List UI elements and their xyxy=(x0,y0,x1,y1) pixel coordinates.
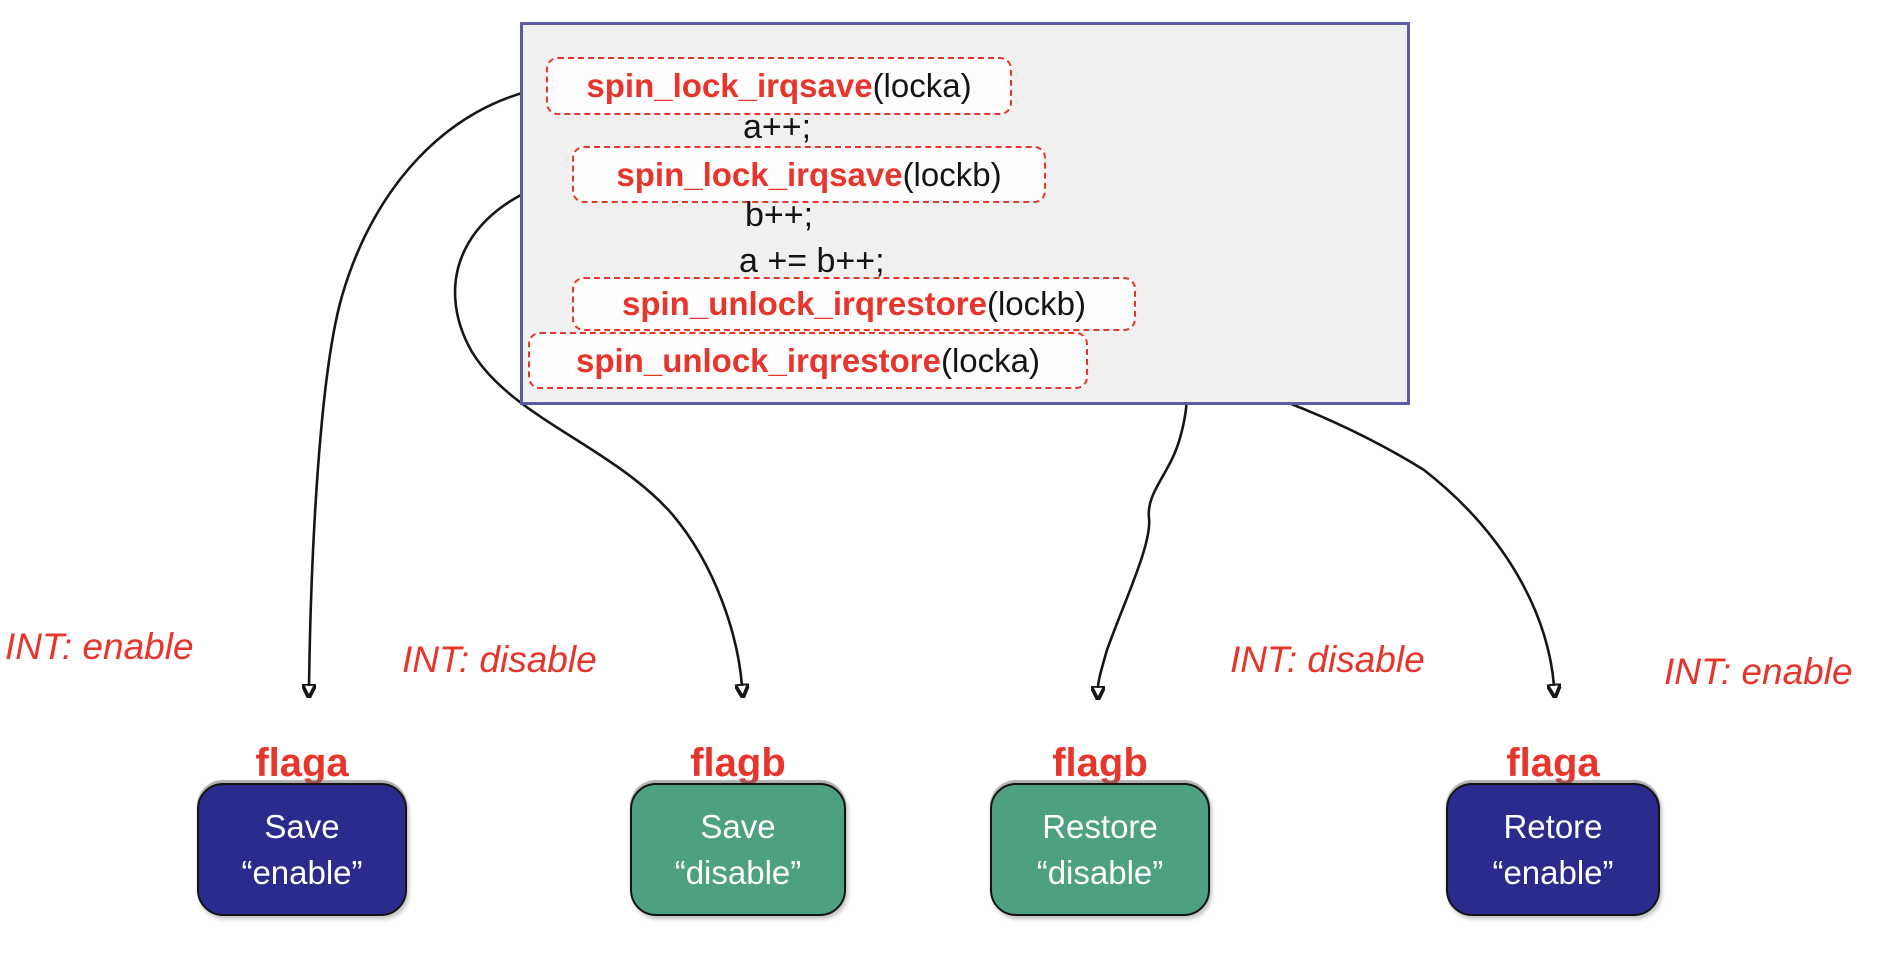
int-state-label-enable-1: INT: enable xyxy=(5,626,194,667)
state-box-restore-disable: Restore “disable” xyxy=(990,783,1210,916)
code-box: spin_lock_irqsave(locka) a++; spin_lock_… xyxy=(520,22,1410,405)
state-box-value: “disable” xyxy=(674,853,802,891)
function-name: spin_unlock_irqrestore xyxy=(622,285,987,322)
int-state-label-disable-1: INT: disable xyxy=(402,639,597,680)
function-name: spin_lock_irqsave xyxy=(616,155,903,193)
flag-label-flagb-1: flagb xyxy=(690,741,786,785)
flag-label-flagb-2: flagb xyxy=(1052,741,1148,785)
code-line-spin-lock-irqsave-locka: spin_lock_irqsave(locka) xyxy=(546,57,1012,115)
state-box-action: Save xyxy=(700,807,776,845)
int-state-label-enable-2: INT: enable xyxy=(1664,651,1853,692)
code-line-spin-unlock-irqrestore-locka: spin_unlock_irqrestore(locka) xyxy=(528,332,1088,389)
state-box-value: “enable” xyxy=(241,853,363,891)
function-arg: (lockb) xyxy=(986,285,1086,322)
arrow-locka-save xyxy=(309,86,544,686)
state-box-value: “disable” xyxy=(1036,853,1164,891)
flag-label-flaga-1: flaga xyxy=(255,741,349,785)
code-line-b-increment: b++; xyxy=(745,196,814,234)
function-name: spin_lock_irqsave xyxy=(586,67,873,104)
flag-label-flaga-2: flaga xyxy=(1506,741,1600,785)
function-arg: (locka) xyxy=(940,341,1040,379)
code-line-a-plus-equals: a += b++; xyxy=(739,242,885,280)
function-name: spin_unlock_irqrestore xyxy=(576,341,941,379)
code-line-spin-unlock-irqrestore-lockb: spin_unlock_irqrestore(lockb) xyxy=(572,277,1136,331)
state-box-retore-enable: Retore “enable” xyxy=(1446,783,1660,916)
function-arg: (lockb) xyxy=(902,155,1002,193)
state-box-value: “enable” xyxy=(1492,853,1614,891)
state-box-save-enable: Save “enable” xyxy=(197,783,407,916)
int-state-label-disable-2: INT: disable xyxy=(1230,639,1425,680)
function-arg: (locka) xyxy=(872,67,972,104)
state-box-action: Retore xyxy=(1503,807,1603,845)
state-box-save-disable: Save “disable” xyxy=(630,783,846,916)
code-line-a-increment: a++; xyxy=(743,108,812,146)
state-box-action: Restore xyxy=(1042,807,1158,845)
state-box-action: Save xyxy=(264,807,340,845)
code-line-spin-lock-irqsave-lockb: spin_lock_irqsave(lockb) xyxy=(572,146,1046,203)
